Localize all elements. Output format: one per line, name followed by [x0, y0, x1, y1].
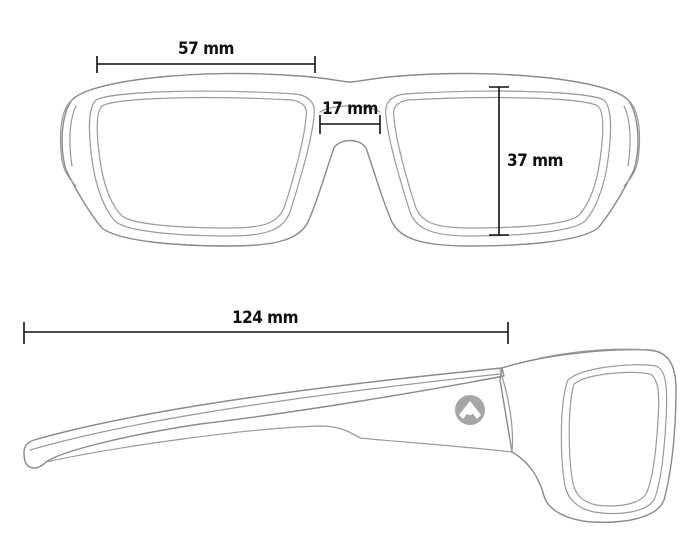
side-lens-inner [568, 371, 660, 507]
lens-height-dimension: 37 mm [489, 86, 563, 236]
brand-logo-icon [455, 395, 485, 425]
bridge-width-dimension: 17 mm [319, 99, 381, 134]
front-left-hinge [59, 99, 77, 187]
lens-width-label: 57 mm [178, 39, 234, 59]
lens-height-label: 37 mm [507, 151, 563, 171]
front-frame-outline [61, 72, 639, 247]
right-lens-inner [392, 96, 604, 229]
bridge-width-label: 17 mm [322, 99, 378, 119]
right-lens [385, 90, 612, 237]
side-frame [499, 349, 677, 524]
temple-arm [23, 367, 505, 469]
logo-center [466, 408, 474, 416]
side-frame-top [539, 348, 661, 359]
temple-length-dimension: 124 mm [23, 308, 509, 344]
left-lens [88, 90, 315, 237]
front-view [59, 72, 641, 247]
temple-length-label: 124 mm [232, 308, 298, 328]
side-lens [560, 364, 668, 515]
front-left-hinge-inner [69, 105, 77, 167]
bridge [319, 105, 381, 113]
lens-width-dimension: 57 mm [96, 39, 316, 73]
front-right-hinge-inner [623, 105, 631, 167]
temple-arm-lower [45, 425, 513, 463]
side-view [23, 348, 677, 524]
left-lens-inner [96, 96, 308, 229]
side-frame-divider [499, 369, 514, 453]
temple-arm-inner [29, 373, 501, 451]
front-right-hinge [623, 99, 641, 187]
